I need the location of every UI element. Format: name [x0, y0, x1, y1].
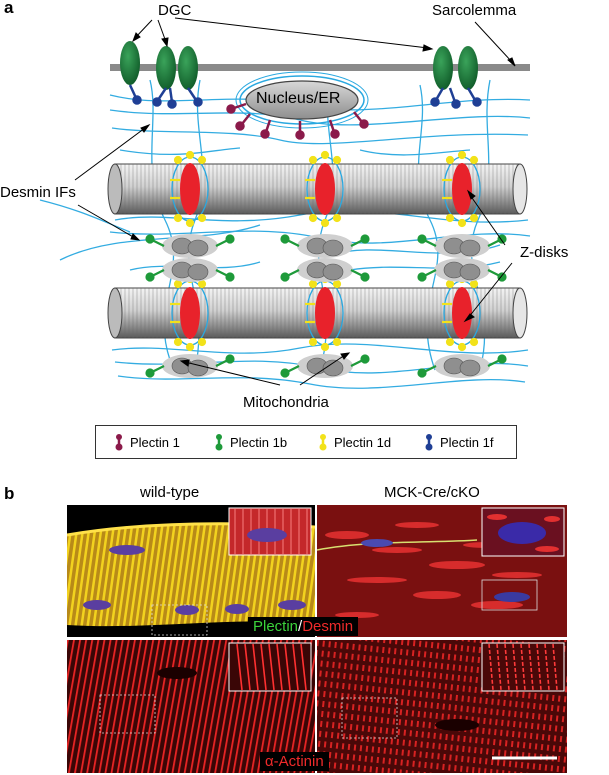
- plectin-desmin-label: Plectin/Desmin: [248, 617, 359, 636]
- micrograph-wt-plectin-desmin: [67, 505, 315, 637]
- legend-label: Plectin 1f: [440, 434, 494, 450]
- sarcolemma-membrane: [110, 64, 530, 71]
- legend-label: Plectin 1b: [230, 434, 288, 450]
- panel-a-letter: a: [4, 0, 14, 17]
- dgc-complexes: [120, 41, 478, 90]
- dgc-label: DGC: [158, 2, 192, 19]
- plectin-stain-label: Plectin: [253, 618, 299, 635]
- legend-plectin-1d: Plectin 1d: [318, 433, 391, 451]
- legend-label: Plectin 1d: [334, 434, 392, 450]
- plectin-1f-marks: [128, 84, 482, 109]
- micrograph-cko-plectin-desmin: [317, 505, 567, 637]
- plectin-1-marks: [226, 102, 369, 140]
- sarcolemma-label: Sarcolemma: [432, 2, 517, 19]
- panel-b-letter: b: [4, 484, 15, 503]
- annotation-arrows: [74, 17, 516, 386]
- micrograph-cko-actinin: [317, 640, 567, 773]
- plectin-1b-marks: [145, 234, 507, 378]
- nucleus-er: [235, 71, 369, 129]
- legend-plectin-1: Plectin 1: [114, 433, 180, 451]
- legend-plectin-1f: Plectin 1f: [424, 433, 493, 451]
- micrograph-wt-actinin: [67, 640, 315, 773]
- plectin-diagram: [39, 17, 531, 389]
- legend-label: Plectin 1: [130, 434, 180, 450]
- nucleus-label: Nucleus/ER: [256, 90, 341, 107]
- zdisks-label: Z-disks: [520, 244, 569, 261]
- desmin-stain-label: Desmin: [302, 618, 354, 635]
- plectin-1-swatch-icon: [115, 434, 123, 451]
- plectin-1f-swatch-icon: [425, 434, 433, 451]
- plectin-1d-marks: [170, 150, 479, 352]
- cko-title: MCK-Cre/cKO: [384, 484, 480, 501]
- wild-type-title: wild-type: [140, 484, 200, 501]
- mitochondria-label: Mitochondria: [243, 394, 329, 411]
- desmin-label: Desmin IFs: [0, 184, 76, 201]
- actinin-label: α-Actinin: [260, 752, 329, 771]
- plectin-legend: Plectin 1 Plectin 1b Plectin 1d Plectin …: [95, 425, 517, 459]
- plectin-1d-swatch-icon: [319, 434, 327, 451]
- legend-plectin-1b: Plectin 1b: [214, 433, 287, 451]
- stain-separator: /: [298, 618, 303, 635]
- desmin-network: [39, 79, 531, 389]
- z-disks: [171, 156, 481, 346]
- plectin-1b-swatch-icon: [215, 434, 223, 451]
